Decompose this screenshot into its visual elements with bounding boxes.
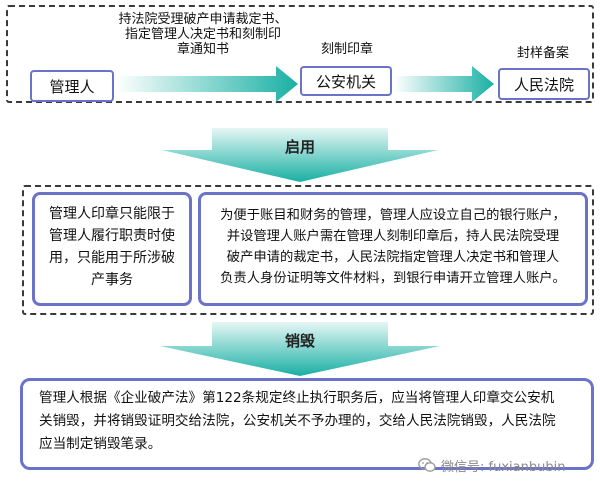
bank-account-line: 并设管理人账户需在管理人刻制印章后，持人民法院受理 (226, 229, 560, 244)
arrow-destroy-stage (160, 322, 440, 376)
edge-label-manager-police: 持法院受理破产申请裁定书、 指定管理人决定书和刻制印 章通知书 (108, 12, 298, 57)
bank-account-box: 为便于账目和财务的管理，管理人应设立自己的银行账户， 并设管理人账户需在管理人刻… (198, 192, 588, 306)
bank-account-line: 破产申请的裁定书，人民法院指定管理人决定书和管理人 (226, 250, 560, 265)
edge-label-engrave-seal: 刻制印章 (320, 42, 373, 57)
edge-label-line: 持法院受理破产申请裁定书、 (118, 12, 288, 27)
destroy-line: 应当制定销毁笔录。 (39, 436, 162, 452)
wechat-icon (418, 458, 436, 472)
stage-use-label: 启用 (284, 138, 315, 156)
arrow-police-to-court (394, 66, 494, 102)
seal-scope-line: 产事务 (91, 272, 133, 288)
seal-scope-line: 用，只能用于所涉破 (49, 250, 175, 266)
watermark-text: 微信号: fuxianbubin (441, 459, 566, 475)
arrow-manager-to-police (116, 66, 298, 102)
node-court: 人民法院 (498, 68, 590, 100)
node-manager: 管理人 (30, 70, 114, 102)
destroy-procedure-box: 管理人根据《企业破产法》第122条规定终止执行职务后，应当将管理人印章交公安机 … (20, 378, 594, 470)
seal-scope-line: 管理人印章只能限于 (49, 206, 175, 222)
destroy-line: 管理人根据《企业破产法》第122条规定终止执行职务后，应当将管理人印章交公安机 (39, 390, 555, 406)
arrow-use-stage (162, 128, 438, 182)
seal-scope-box: 管理人印章只能限于 管理人履行职责时使 用，只能用于所涉破 产事务 (32, 192, 192, 306)
bank-account-line: 为便于账目和财务的管理，管理人应设立自己的银行账户， (220, 208, 566, 223)
edge-label-sample-filing: 封样备案 (516, 46, 569, 61)
top-flow-container (6, 5, 594, 103)
seal-scope-line: 管理人履行职责时使 (49, 228, 175, 244)
edge-label-line: 指定管理人决定书和刻制印 (124, 27, 281, 42)
bank-account-line: 负责人身份证明等文件材料，到银行申请开立管理人账户。 (220, 271, 566, 286)
use-rules-container (22, 185, 594, 315)
node-police: 公安机关 (300, 66, 392, 96)
stage-destroy-label: 销毁 (284, 332, 315, 350)
watermark: 微信号: fuxianbubin (418, 454, 598, 476)
edge-label-line: 章通知书 (176, 42, 229, 57)
destroy-line: 关销毁，并将销毁证明交给法院，公安机关不予办理的，交给人民法院销毁，人民法院 (39, 413, 556, 429)
